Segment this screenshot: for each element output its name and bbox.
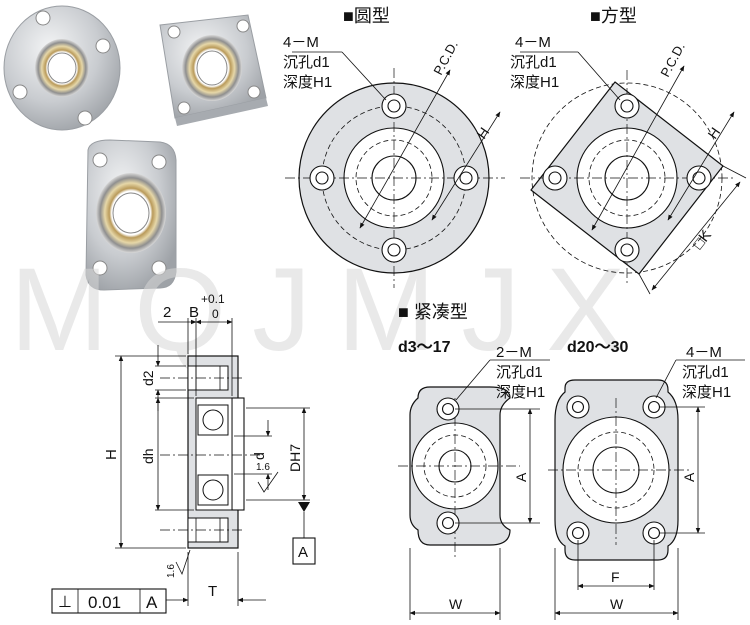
photo-square-housing (159, 14, 268, 126)
compact-large-range: d20～30 (567, 339, 628, 356)
mounting-hole (381, 93, 407, 119)
round-pcd-label: P.C.D. (430, 38, 460, 77)
mounting-hole (453, 165, 479, 191)
section-tol-upper: +0.1 (201, 292, 225, 306)
fcf-perpendicularity-symbol: ⊥ (58, 594, 72, 611)
compact-small-cbore-label: 沉孔d1 (496, 364, 543, 381)
section-dim-b: B (189, 304, 199, 321)
photo-compact-housing (85, 139, 177, 291)
compact-large-depth-label: 深度H1 (682, 384, 731, 401)
mounting-hole (566, 521, 590, 545)
section-roughness-bottom: 1.6 (166, 564, 177, 578)
section-dim-2: 2 (163, 304, 171, 321)
section-roughness-right: 1.6 (256, 462, 270, 473)
section-d2-label: d2 (140, 370, 156, 386)
mounting-hole (614, 237, 640, 263)
square-flange-view (520, 51, 747, 295)
fcf-datum-label: A (146, 593, 158, 612)
compact-small-a-label: A (513, 472, 529, 482)
square-pcd-label: P.C.D. (657, 40, 687, 79)
section-d-label: d (251, 452, 267, 460)
section-datum-label: A (298, 544, 308, 561)
compact-large-view (548, 359, 745, 620)
square-m-label: 4－M (515, 34, 551, 51)
compact-small-view (398, 359, 550, 620)
square-h-label: H (704, 124, 723, 141)
mounting-hole (642, 395, 666, 419)
fcf-tolerance-value: 0.01 (88, 593, 121, 612)
section-view (51, 318, 316, 614)
mounting-hole (436, 511, 460, 535)
mounting-hole (566, 395, 590, 419)
compact-large-f-label: F (611, 569, 620, 585)
round-cbore-label: 沉孔d1 (283, 54, 330, 71)
compact-small-w-label: W (449, 596, 463, 612)
mounting-hole (309, 165, 335, 191)
section-dh7-label: DH7 (287, 444, 303, 472)
compact-small-range: d3～17 (398, 339, 451, 356)
compact-large-a-label: A (681, 472, 697, 482)
round-depth-label: 深度H1 (283, 74, 332, 91)
square-depth-label: 深度H1 (510, 74, 559, 91)
square-cbore-label: 沉孔d1 (510, 54, 557, 71)
compact-small-m-label: 2－M (496, 344, 532, 361)
section-h-label: H (103, 449, 120, 460)
round-m-label: 4－M (283, 34, 319, 51)
mounting-hole (614, 93, 640, 119)
compact-large-cbore-label: 沉孔d1 (682, 364, 729, 381)
watermark-text: MQJMJX (10, 244, 651, 376)
heading-compact-type: ■ 紧凑型 (398, 302, 468, 322)
round-flange-view (285, 51, 505, 288)
compact-large-w-label: W (610, 596, 624, 612)
heading-round-type: ■圆型 (343, 6, 390, 26)
section-tol-lower: 0 (212, 307, 219, 321)
mounting-hole (381, 237, 407, 263)
compact-small-depth-label: 深度H1 (496, 384, 545, 401)
section-dh-label: dh (140, 448, 156, 464)
square-k-label: □K (690, 227, 715, 253)
compact-large-m-label: 4－M (686, 344, 722, 361)
section-t-label: T (208, 583, 217, 600)
heading-square-type: ■方型 (590, 6, 637, 26)
mounting-hole (542, 165, 568, 191)
photo-round-housing (3, 5, 121, 131)
mounting-hole (436, 397, 460, 421)
